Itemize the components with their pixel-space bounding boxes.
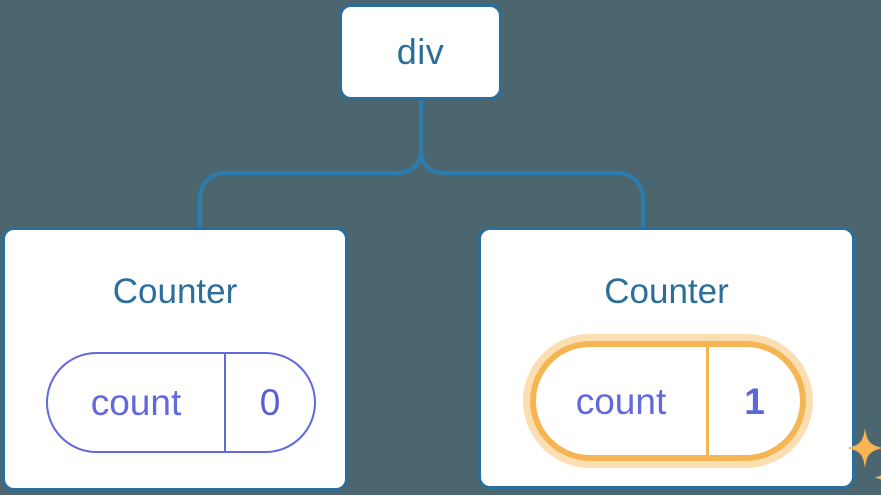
- state-value-left: 0: [259, 382, 281, 423]
- state-key-left: count: [90, 382, 182, 423]
- state-pill-highlight-glow: [523, 334, 813, 468]
- state-pill-right-wrapper: count 1: [523, 334, 881, 480]
- sparkle-group: [847, 428, 881, 480]
- counter-right-title: Counter: [604, 272, 729, 311]
- state-value-cell-left: 0: [226, 354, 314, 451]
- node-counter-left[interactable]: Counter count 0: [2, 227, 348, 491]
- state-key-cell-right: count: [536, 347, 709, 455]
- node-div-label: div: [396, 31, 445, 72]
- node-counter-right[interactable]: Counter count 1: [478, 227, 881, 489]
- state-value-right: 1: [744, 380, 765, 422]
- state-pill-left[interactable]: count 0: [46, 352, 316, 453]
- node-div[interactable]: div: [339, 4, 502, 100]
- state-pill-right[interactable]: count 1: [530, 341, 806, 461]
- state-key-right: count: [575, 380, 667, 422]
- sparkle-small-icon: [874, 475, 881, 480]
- sparkle-icon: [847, 428, 881, 468]
- state-key-cell-left: count: [48, 354, 226, 451]
- counter-left-title: Counter: [112, 272, 238, 311]
- state-value-cell-right: 1: [709, 347, 800, 455]
